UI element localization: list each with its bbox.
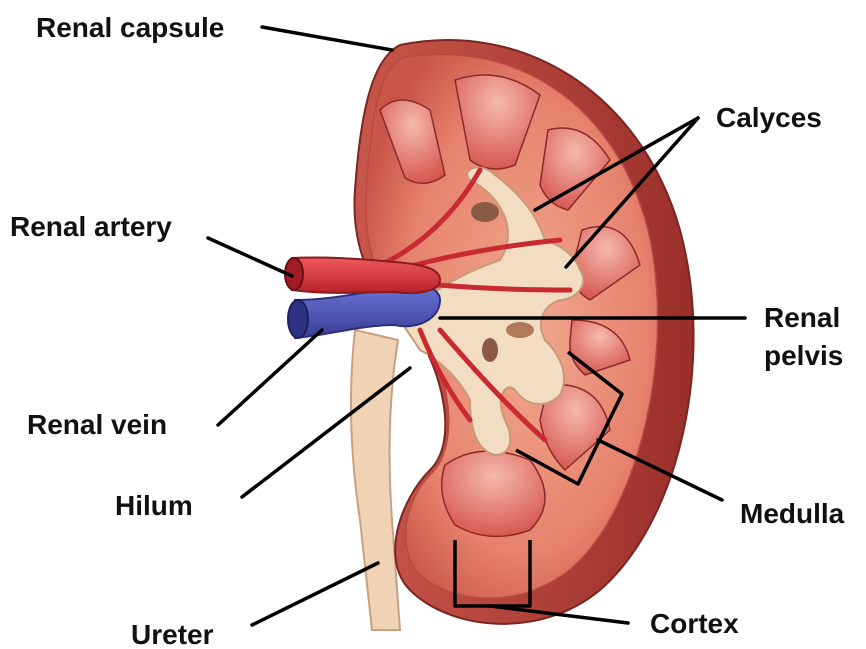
label-renal-pelvis-line1: Renal	[764, 302, 840, 333]
leader-renal-artery	[208, 238, 292, 276]
label-calyces: Calyces	[716, 102, 822, 133]
label-renal-pelvis-line2: pelvis	[764, 340, 843, 371]
label-renal-capsule: Renal capsule	[36, 12, 224, 43]
label-ureter: Ureter	[131, 619, 214, 649]
label-medulla: Medulla	[740, 498, 845, 529]
leader-renal-vein	[218, 330, 322, 425]
label-renal-artery: Renal artery	[10, 211, 172, 242]
ureter-shape	[351, 330, 400, 630]
label-hilum: Hilum	[115, 490, 193, 521]
leader-renal-capsule	[262, 27, 392, 50]
label-renal-vein: Renal vein	[27, 409, 167, 440]
leader-ureter	[252, 563, 378, 625]
label-cortex: Cortex	[650, 608, 739, 639]
